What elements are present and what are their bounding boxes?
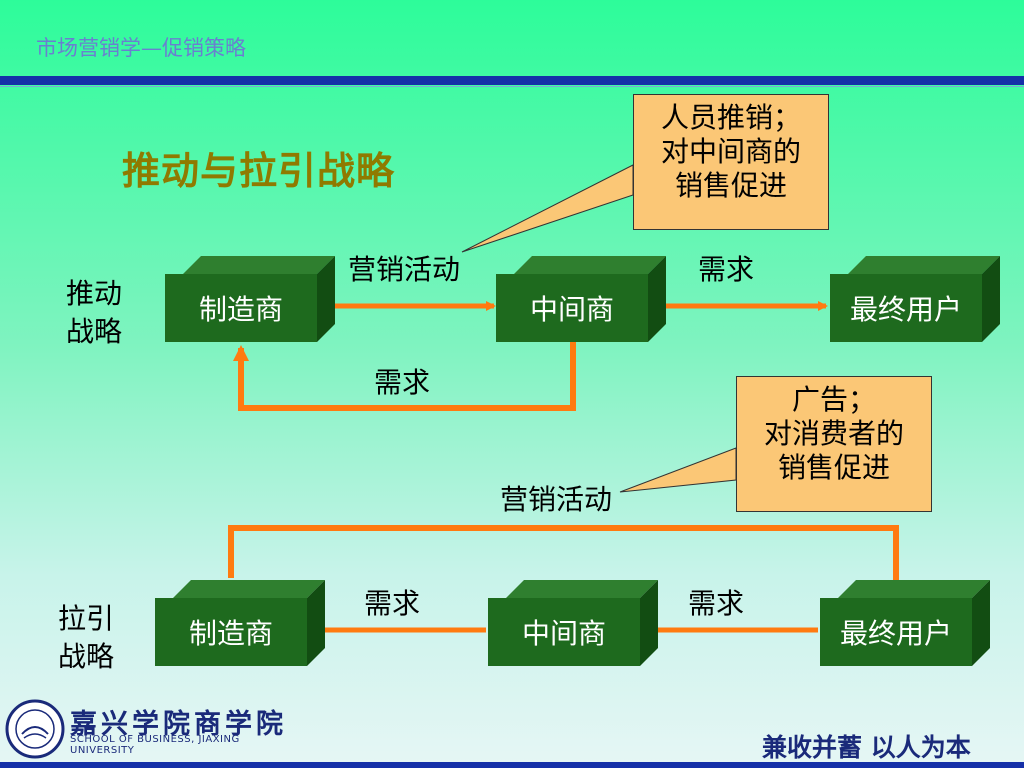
box-side-face — [307, 580, 325, 666]
push-label-line2: 战略 — [66, 315, 123, 348]
box-top-face — [838, 580, 990, 598]
pull-label-line1: 拉引 — [58, 602, 115, 635]
box-top-face — [514, 256, 666, 274]
pull-callout-line2: 对消费者的 — [763, 417, 904, 450]
push-node-middleman: 中间商 — [496, 274, 648, 342]
push-demand-return-arrow — [233, 342, 576, 411]
logo-chinese-name: 嘉兴学院商学院 — [70, 709, 287, 740]
pull-node-end-user: 最终用户 — [820, 598, 972, 666]
pull-demand-right-label: 需求 — [688, 587, 745, 620]
box-side-face — [640, 580, 658, 666]
pull-label-line2: 战略 — [58, 640, 115, 673]
box-top-face — [173, 580, 325, 598]
footer-bar — [0, 762, 1024, 768]
slide-title: 推动与拉引战略 — [122, 148, 396, 193]
push-demand-return-label: 需求 — [374, 366, 431, 399]
pull-node-maker: 制造商 — [155, 598, 307, 666]
logo-english-name: SCHOOL OF BUSINESS, JIAXING UNIVERSITY — [70, 734, 240, 756]
pull-activity-label: 营销活动 — [500, 483, 613, 516]
pull-strategy-label: 拉引 战略 — [58, 600, 114, 676]
pull-node-middleman: 中间商 — [488, 598, 640, 666]
box-side-face — [982, 256, 1000, 342]
push-callout: 人员推销； 对中间商的 销售促进 — [633, 94, 829, 230]
box-top-face — [848, 256, 1000, 274]
box-top-face — [183, 256, 335, 274]
pull-callout-pointer — [619, 447, 737, 493]
university-logo: 嘉兴学院商学院 SCHOOL OF BUSINESS, JIAXING UNIV… — [0, 694, 300, 764]
header-bar — [0, 76, 1024, 85]
pull-callout-line1: 广告； — [791, 383, 876, 416]
pull-activity-arrow — [228, 525, 904, 597]
pull-demand-left-label: 需求 — [364, 587, 421, 620]
push-demand-label: 需求 — [698, 253, 755, 286]
box-side-face — [317, 256, 335, 342]
push-callout-line2: 对中间商的 — [660, 135, 801, 168]
push-node-maker: 制造商 — [165, 274, 317, 342]
header-title: 市场营销学—促销策略 — [36, 36, 246, 60]
pull-callout: 广告； 对消费者的 销售促进 — [736, 376, 932, 512]
push-callout-pointer — [461, 164, 634, 253]
footer-motto: 兼收并蓄 以人为本 — [762, 733, 971, 762]
push-label-line1: 推动 — [66, 277, 123, 310]
seal-icon — [5, 699, 65, 759]
header-line — [0, 86, 1024, 87]
push-activity-label: 营销活动 — [348, 253, 461, 286]
pull-callout-line3: 销售促进 — [777, 451, 890, 484]
push-node-end-user: 最终用户 — [830, 274, 982, 342]
box-top-face — [506, 580, 658, 598]
push-callout-line3: 销售促进 — [674, 169, 787, 202]
box-side-face — [972, 580, 990, 666]
box-side-face — [648, 256, 666, 342]
push-callout-line1: 人员推销； — [660, 101, 801, 134]
push-strategy-label: 推动 战略 — [66, 275, 122, 351]
